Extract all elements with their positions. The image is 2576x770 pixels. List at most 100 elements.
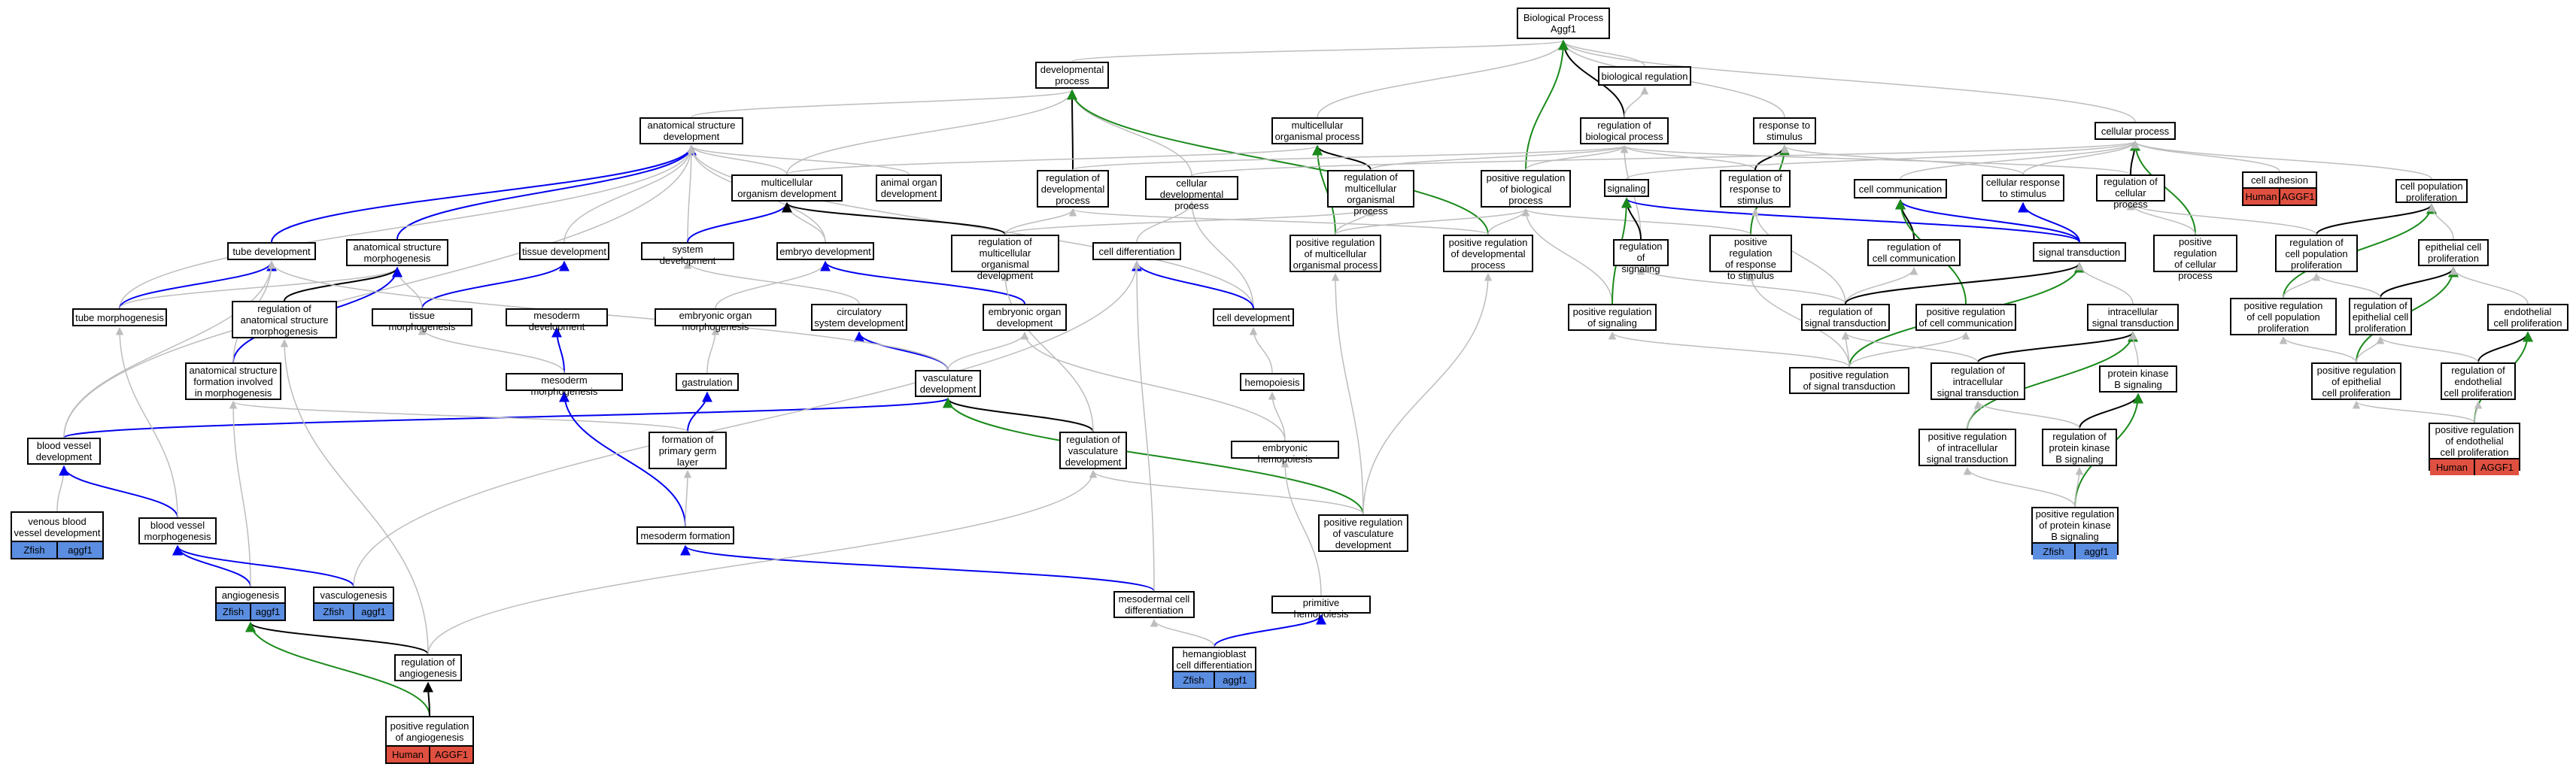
go-term-celldiff[interactable]: cell differentiation (1092, 242, 1181, 260)
go-term-label: cellular process (2101, 125, 2170, 137)
go-term-cellcomm[interactable]: cell communication (1854, 179, 1947, 199)
edge-bvmorph-to-tubemorph (115, 326, 178, 518)
go-term-embryodev[interactable]: embryo development (776, 242, 874, 260)
go-term-label: positive regulation of vasculature devel… (1323, 516, 1403, 550)
go-term-cellresp[interactable]: cellular response to stimulus (1982, 174, 2064, 202)
go-term-posregsigtrans[interactable]: positive regulation of signal transducti… (1789, 367, 1909, 394)
go-term-gastrulation[interactable]: gastrulation (676, 373, 739, 391)
go-term-posregepiprol[interactable]: positive regulation of epithelial cell p… (2311, 362, 2401, 400)
go-term-bp[interactable]: Biological Process Aggf1 (1517, 8, 1610, 39)
go-term-cellproc[interactable]: cellular process (2095, 122, 2176, 140)
go-term-primhemo[interactable]: primitive hemopoiesis (1271, 596, 1371, 620)
go-term-hemopoiesis[interactable]: hemopoiesis (1240, 373, 1305, 391)
go-term-label: positive regulation of response to stimu… (1725, 236, 1776, 281)
go-term-regangio[interactable]: regulation of angiogenesis (394, 654, 462, 681)
go-term-regresp[interactable]: regulation of response to stimulus (1720, 170, 1791, 208)
go-term-mesoform[interactable]: mesoderm formation (636, 526, 734, 544)
go-term-intrasig[interactable]: intracellular signal transduction (2087, 304, 2179, 331)
go-term-multiproc[interactable]: multicellular organismal process (1271, 117, 1363, 144)
go-term-posregvascdev[interactable]: positive regulation of vasculature devel… (1318, 514, 1408, 552)
go-term-reganatmorph[interactable]: regulation of anatomical structure morph… (232, 301, 337, 338)
go-term-embryoorgmorph[interactable]: embryonic organ morphogenesis (655, 308, 776, 332)
go-term-posregcellpop[interactable]: positive regulation of cell population p… (2230, 298, 2337, 335)
go-term-sysdev[interactable]: system development (641, 242, 734, 266)
go-term-regepiprol[interactable]: regulation of epithelial cell proliferat… (2349, 298, 2412, 335)
go-term-regbio[interactable]: regulation of biological process (1580, 117, 1669, 144)
go-term-label: cell adhesion (2251, 174, 2308, 186)
go-term-label: regulation of endothelial cell prolifera… (2444, 364, 2513, 399)
go-term-regcellcomm[interactable]: regulation of cell communication (1867, 239, 1961, 266)
go-term-tubemorph[interactable]: tube morphogenesis (72, 308, 167, 326)
go-term-vascdev[interactable]: vasculature development (915, 370, 981, 397)
go-term-resp[interactable]: response to stimulus (1753, 117, 1816, 144)
gene-tag: aggf1 (2074, 544, 2117, 559)
go-term-endoprol[interactable]: endothelial cell proliferation (2487, 304, 2568, 331)
edge-embryohemo-to-hemopoiesis (1268, 391, 1286, 441)
go-term-epiprol[interactable]: epithelial cell proliferation (2418, 239, 2489, 266)
go-term-formprim[interactable]: formation of primary germ layer (649, 432, 727, 469)
go-term-sigtrans[interactable]: signal transduction (2033, 242, 2126, 262)
go-term-regcellpop[interactable]: regulation of cell population proliferat… (2275, 235, 2358, 272)
go-term-pkb[interactable]: protein kinase B signaling (2099, 365, 2177, 393)
go-term-cellpopprol[interactable]: cell population proliferation (2395, 179, 2468, 203)
go-term-posregpkb[interactable]: positive regulation of protein kinase B … (2031, 507, 2119, 559)
go-term-regmultiproc[interactable]: regulation of multicellular organismal p… (1327, 170, 1414, 217)
edge-posregbio-to-bp (1525, 39, 1569, 171)
go-term-posregmultiproc[interactable]: positive regulation of multicellular org… (1290, 235, 1381, 272)
go-term-mesomorph[interactable]: mesoderm morphogenesis (506, 373, 623, 397)
go-term-bvmorph[interactable]: blood vessel morphogenesis (138, 517, 217, 544)
edge-embryoorgmorph-to-embryodev (715, 260, 830, 309)
go-term-anatmorph[interactable]: anatomical structure morphogenesis (346, 239, 448, 266)
go-term-celldevproc[interactable]: cellular developmental process (1145, 176, 1238, 211)
go-term-multidev[interactable]: multicellular organism development (731, 174, 843, 202)
edge-regsigtrans-to-regcellcomm (1845, 266, 1918, 305)
go-term-posregcellproc[interactable]: positive regulation of cellular process (2153, 235, 2237, 281)
go-term-regpkb[interactable]: regulation of protein kinase B signaling (2042, 429, 2117, 466)
go-term-tissuemorph[interactable]: tissue morphogenesis (372, 308, 472, 332)
go-term-anatdev[interactable]: anatomical structure development (639, 117, 743, 144)
edge-animaldev-to-anatdev (687, 144, 910, 175)
go-term-regsigtrans[interactable]: regulation of signal transduction (1801, 304, 1890, 331)
go-term-posregcellcomm[interactable]: positive regulation of cell communicatio… (1915, 304, 2016, 331)
go-term-celldev[interactable]: cell development (1213, 308, 1294, 326)
species-tag: Human (2243, 189, 2279, 205)
edge-hemangio-to-mesodiff (1150, 618, 1215, 647)
go-term-devproc[interactable]: developmental process (1035, 62, 1109, 89)
go-term-posregintrasig[interactable]: positive regulation of intracellular sig… (1918, 429, 2016, 466)
go-term-regendoprol[interactable]: regulation of endothelial cell prolifera… (2441, 362, 2516, 400)
go-term-posregendoprol[interactable]: positive regulation of endothelial cell … (2429, 423, 2520, 475)
go-term-posregdev[interactable]: positive regulation of developmental pro… (1443, 235, 1533, 272)
go-term-regdev[interactable]: regulation of developmental process (1037, 170, 1109, 208)
go-term-regmultidev[interactable]: regulation of multicellular organismal d… (951, 235, 1059, 281)
go-term-tubedev[interactable]: tube development (227, 242, 316, 260)
go-term-anatform[interactable]: anatomical structure formation involved … (185, 362, 281, 400)
go-term-circdev[interactable]: circulatory system development (811, 304, 907, 331)
go-term-regsig[interactable]: regulation of signaling (1613, 239, 1669, 274)
go-term-label: tissue morphogenesis (388, 310, 456, 332)
edge-posregvascdev-to-posregdev (1362, 272, 1493, 515)
go-term-regvascdev[interactable]: regulation of vasculature development (1059, 432, 1127, 469)
go-term-signaling[interactable]: signaling (1604, 179, 1649, 197)
edge-posregcellproc-to-cellproc (2130, 140, 2196, 235)
go-term-embryohemo[interactable]: embryonic hemopoiesis (1231, 441, 1339, 465)
go-term-label: positive regulation of signal transducti… (1803, 369, 1896, 392)
go-term-bvdev[interactable]: blood vessel development (27, 438, 101, 465)
go-term-regintrasig[interactable]: regulation of intracellular signal trans… (1930, 362, 2025, 400)
go-term-embryoorgdev[interactable]: embryonic organ development (983, 304, 1067, 331)
go-term-mesodev[interactable]: mesoderm development (506, 308, 608, 332)
go-term-posregsig[interactable]: positive regulation of signaling (1568, 304, 1657, 331)
go-term-posregresp[interactable]: positive regulation of response to stimu… (1709, 235, 1792, 281)
go-term-regcellproc[interactable]: regulation of cellular process (2096, 174, 2165, 210)
go-term-posregbio[interactable]: positive regulation of biological proces… (1481, 170, 1571, 208)
go-term-bioreg[interactable]: biological regulation (1598, 66, 1691, 86)
go-term-animaldev[interactable]: animal organ development (876, 174, 942, 202)
go-term-tissuedev[interactable]: tissue development (519, 242, 609, 260)
go-term-mesodiff[interactable]: mesodermal cell differentiation (1113, 591, 1195, 618)
